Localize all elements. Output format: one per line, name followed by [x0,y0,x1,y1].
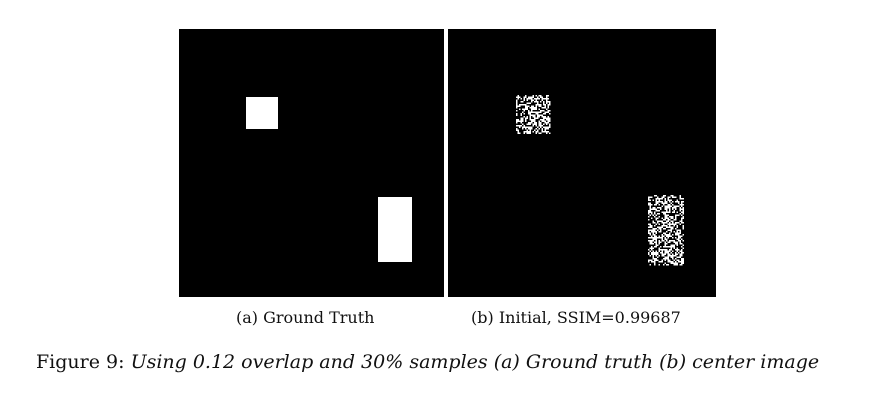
noisy-square-region [516,95,551,134]
ground-truth-rectangle [378,197,412,262]
subcaption-b: (b) Initial, SSIM=0.99687 [471,308,681,327]
initial-image [448,29,716,297]
noisy-rectangle-region [648,195,684,266]
figure-caption-label: Figure 9: [36,351,125,373]
ground-truth-image [179,29,444,297]
ground-truth-square [246,97,278,129]
subcaption-a: (a) Ground Truth [236,308,375,327]
initial-noisy-reconstruction [516,95,684,266]
figure-caption-text: Using 0.12 overlap and 30% samples (a) G… [130,351,820,373]
figure-caption: Figure 9: Using 0.12 overlap and 30% sam… [36,351,819,373]
